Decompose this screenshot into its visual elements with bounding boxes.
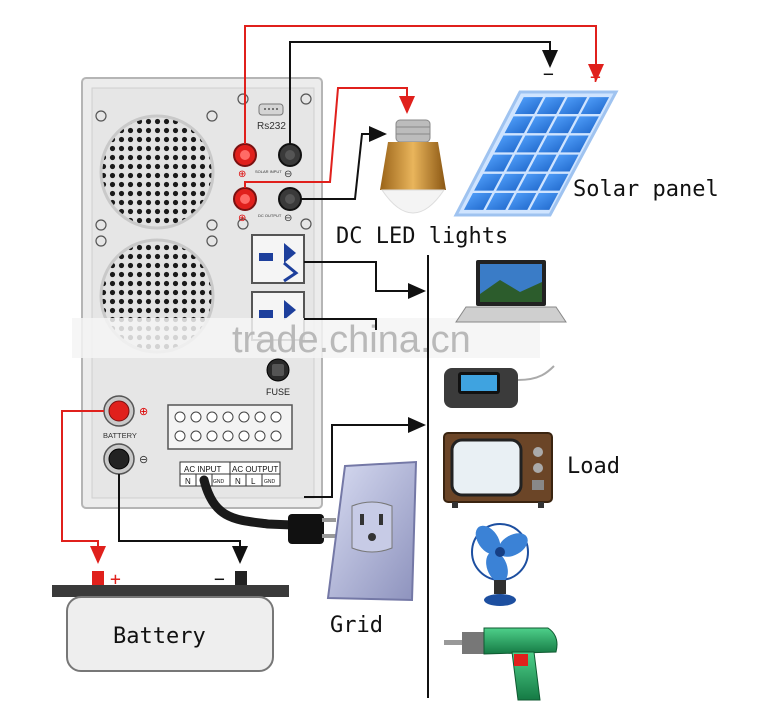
dc-output-plus: ⊕	[238, 213, 246, 224]
battery-icon: + − Battery	[52, 569, 289, 671]
battery-plus-sign: +	[110, 569, 121, 590]
solar-panel: − + Solar panel	[456, 64, 719, 215]
ac-output-l: L	[251, 477, 256, 486]
rs232-label: Rs232	[257, 121, 286, 132]
ac-input-n: N	[185, 477, 191, 486]
laptop-icon	[456, 260, 566, 322]
battery-minus: ⊖	[139, 454, 148, 466]
cooling-fan-top	[101, 116, 213, 228]
grid-caption: Grid	[330, 613, 383, 638]
fan-icon	[471, 521, 532, 606]
ac-input-gnd: GND	[213, 479, 225, 485]
ac-output-n: N	[235, 477, 241, 486]
battery-port-label: BATTERY	[103, 431, 137, 440]
solar-panel-caption: Solar panel	[573, 177, 719, 202]
watermark: trade.china.cn	[72, 318, 540, 361]
ac-output-label: AC OUTPUT	[232, 465, 278, 474]
dc-output-label: DC OUTPUT	[258, 213, 282, 218]
battery-plus: ⊕	[139, 406, 148, 418]
battery-minus-sign: −	[214, 569, 225, 590]
solar-panel-plus: +	[590, 67, 601, 88]
inverter-unit: Rs232 ⊕ ⊖ SOLAR INPUT ⊕ ⊖ DC OUTPUT	[82, 78, 322, 508]
battery-caption: Battery	[113, 624, 206, 649]
dc-output-minus: ⊖	[284, 213, 292, 224]
solar-panel-minus: −	[543, 64, 554, 85]
solar-input-label: SOLAR INPUT	[255, 169, 282, 174]
fuse-label: FUSE	[266, 387, 290, 397]
solar-input-minus: ⊖	[284, 169, 292, 180]
power-drill-icon	[444, 628, 557, 700]
watermark-text: trade.china.cn	[232, 319, 471, 361]
ac-terminal-block: AC INPUT AC OUTPUT N L GND N L GND	[168, 405, 292, 486]
phone-charger-icon	[444, 366, 554, 408]
load-caption: Load	[567, 454, 620, 479]
dc-led-caption: DC LED lights	[336, 224, 508, 249]
television-icon: Load	[444, 433, 620, 508]
circuit-breaker	[252, 235, 304, 283]
ac-output-gnd: GND	[264, 479, 276, 485]
solar-input-plus: ⊕	[238, 169, 246, 180]
ac-input-label: AC INPUT	[184, 465, 221, 474]
